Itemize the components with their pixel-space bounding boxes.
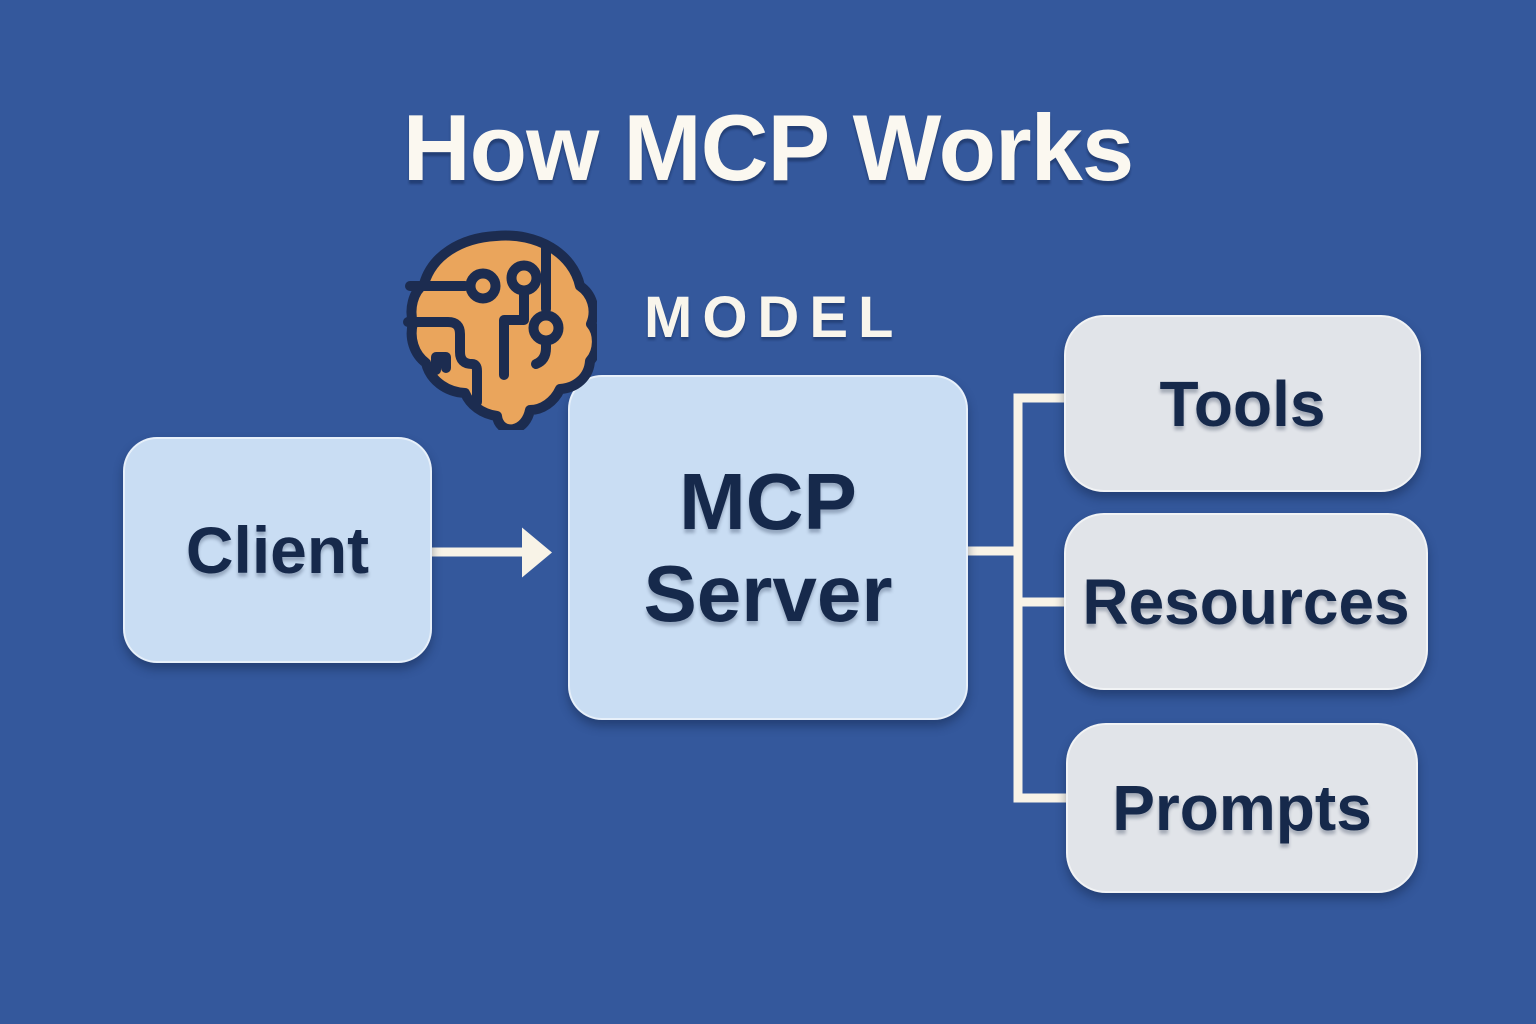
page-title: How MCP Works — [402, 95, 1134, 200]
brain-circuit-nodes — [465, 260, 564, 346]
arrow-head — [522, 527, 552, 578]
model-label: MODEL — [644, 285, 904, 350]
prompts-label: Prompts — [1112, 772, 1372, 844]
node-resources: Resources — [1064, 513, 1428, 690]
node-mcp-server: MCP Server — [568, 375, 968, 720]
arrow-shaft — [430, 547, 526, 557]
arrow-right-icon — [430, 527, 552, 578]
resources-label: Resources — [1082, 565, 1410, 638]
brain-circuit-icon — [403, 230, 597, 430]
brain-circuit-traces — [403, 243, 551, 407]
node-client: Client — [123, 437, 432, 663]
client-label: Client — [185, 513, 370, 587]
mcp-server-label: MCP Server — [643, 456, 893, 638]
tools-label: Tools — [1159, 367, 1326, 440]
node-tools: Tools — [1064, 315, 1421, 492]
server-outputs-connector — [966, 393, 1070, 803]
node-prompts: Prompts — [1066, 723, 1418, 893]
